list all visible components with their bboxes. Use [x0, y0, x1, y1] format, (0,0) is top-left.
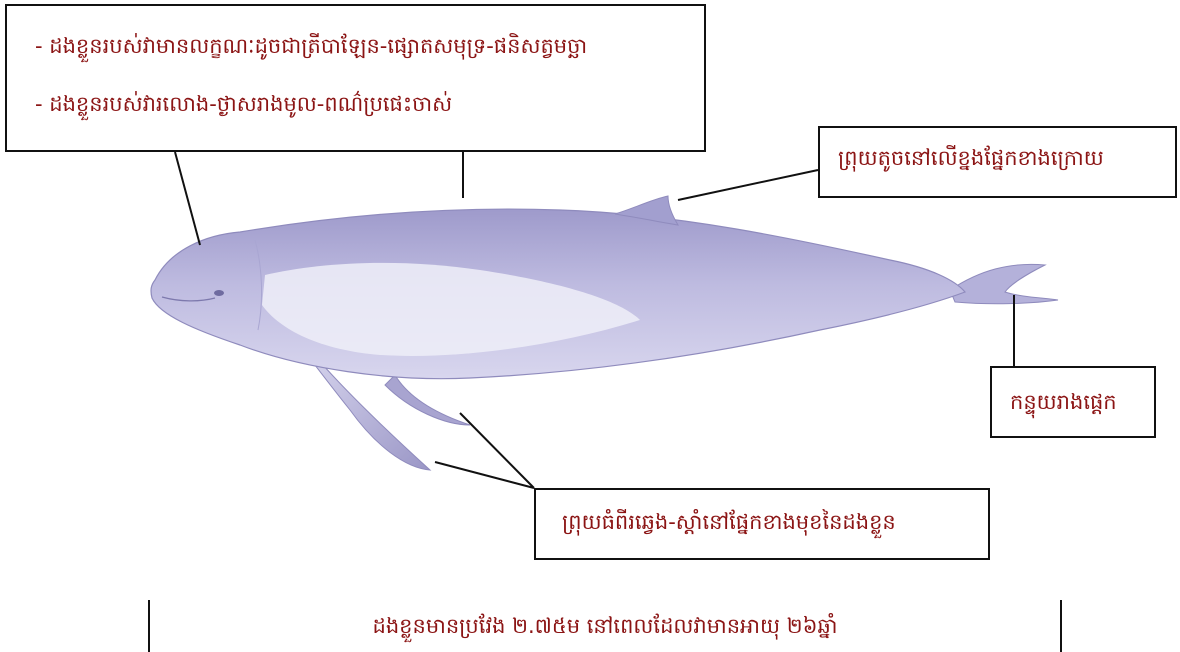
pointer-pectoral-1	[460, 413, 534, 488]
body-description-line-2: - ដងខ្លួនរបស់វារលោង-ថ្ងាសរាងមូល-ពណ៌ប្រផេ…	[35, 92, 452, 117]
dorsal-fin-label-box: ព្រុយតូចនៅលើខ្នងផ្នែកខាងក្រោយ	[818, 126, 1177, 198]
pointer-pectoral-2	[435, 462, 534, 488]
size-caption: ដងខ្លួនមានប្រវែង ២.៧៥ម នៅពេលដែលវាមានអាយុ…	[148, 600, 1062, 652]
tail-label: កន្ទុយរាងផ្ដេក	[1010, 390, 1117, 415]
pectoral-fin-back	[385, 375, 470, 425]
pectoral-fins-label-box: ព្រុយធំពីរឆ្វេង-ស្ដាំនៅផ្នែកខាងមុខនៃដងខ្…	[534, 488, 990, 560]
dorsal-fin-label: ព្រុយតូចនៅលើខ្នងផ្នែកខាងក្រោយ	[838, 146, 1104, 171]
pointer-dorsal	[678, 170, 818, 200]
body-description-line-1: - ដងខ្លួនរបស់វាមានលក្ខណៈដូចជាត្រីបាឡែន-ផ…	[35, 34, 587, 59]
caption-right-bar	[1060, 600, 1062, 652]
caption-text: ដងខ្លួនមានប្រវែង ២.៧៥ម នៅពេលដែលវាមានអាយុ…	[148, 614, 1062, 639]
tail-label-box: កន្ទុយរាងផ្ដេក	[990, 366, 1156, 438]
body-description-box: - ដងខ្លួនរបស់វាមានលក្ខណៈដូចជាត្រីបាឡែន-ផ…	[5, 4, 706, 152]
eye	[214, 290, 224, 296]
tail-fluke	[950, 264, 1058, 303]
pectoral-fins-label: ព្រុយធំពីរឆ្វេង-ស្ដាំនៅផ្នែកខាងមុខនៃដងខ្…	[562, 510, 896, 535]
pointer-body-head	[175, 152, 200, 245]
